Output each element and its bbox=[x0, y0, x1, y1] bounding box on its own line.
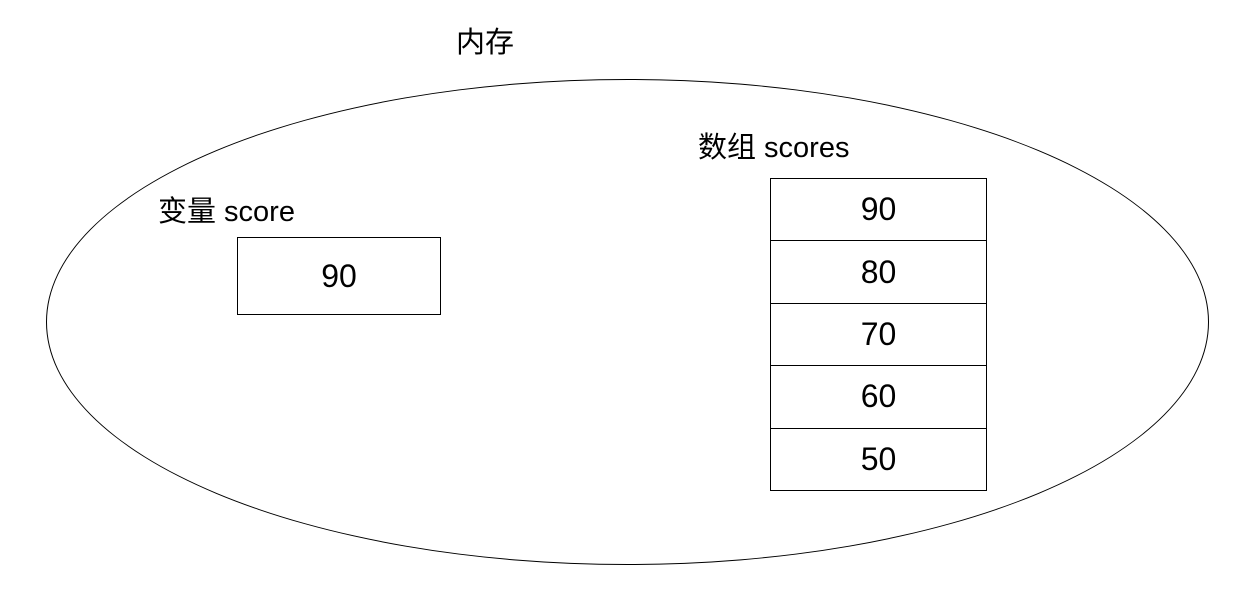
array-box: 90 80 70 60 50 bbox=[770, 178, 987, 491]
array-label: 数组 scores bbox=[698, 132, 850, 164]
variable-value: 90 bbox=[321, 257, 357, 294]
array-cell-value: 70 bbox=[860, 316, 897, 353]
array-cell: 90 bbox=[771, 179, 986, 242]
array-cell: 80 bbox=[771, 241, 986, 304]
diagram-title: 内存 bbox=[456, 27, 515, 59]
variable-box: 90 bbox=[237, 237, 441, 315]
array-cell-value: 60 bbox=[860, 378, 897, 415]
array-cell: 70 bbox=[771, 304, 986, 367]
array-cell: 50 bbox=[771, 429, 986, 490]
array-cell-value: 90 bbox=[860, 191, 897, 228]
array-cell-value: 80 bbox=[860, 253, 897, 290]
array-cell: 60 bbox=[771, 366, 986, 429]
array-cell-value: 50 bbox=[860, 440, 897, 477]
variable-label: 变量 score bbox=[158, 196, 295, 228]
memory-ellipse bbox=[46, 79, 1209, 565]
